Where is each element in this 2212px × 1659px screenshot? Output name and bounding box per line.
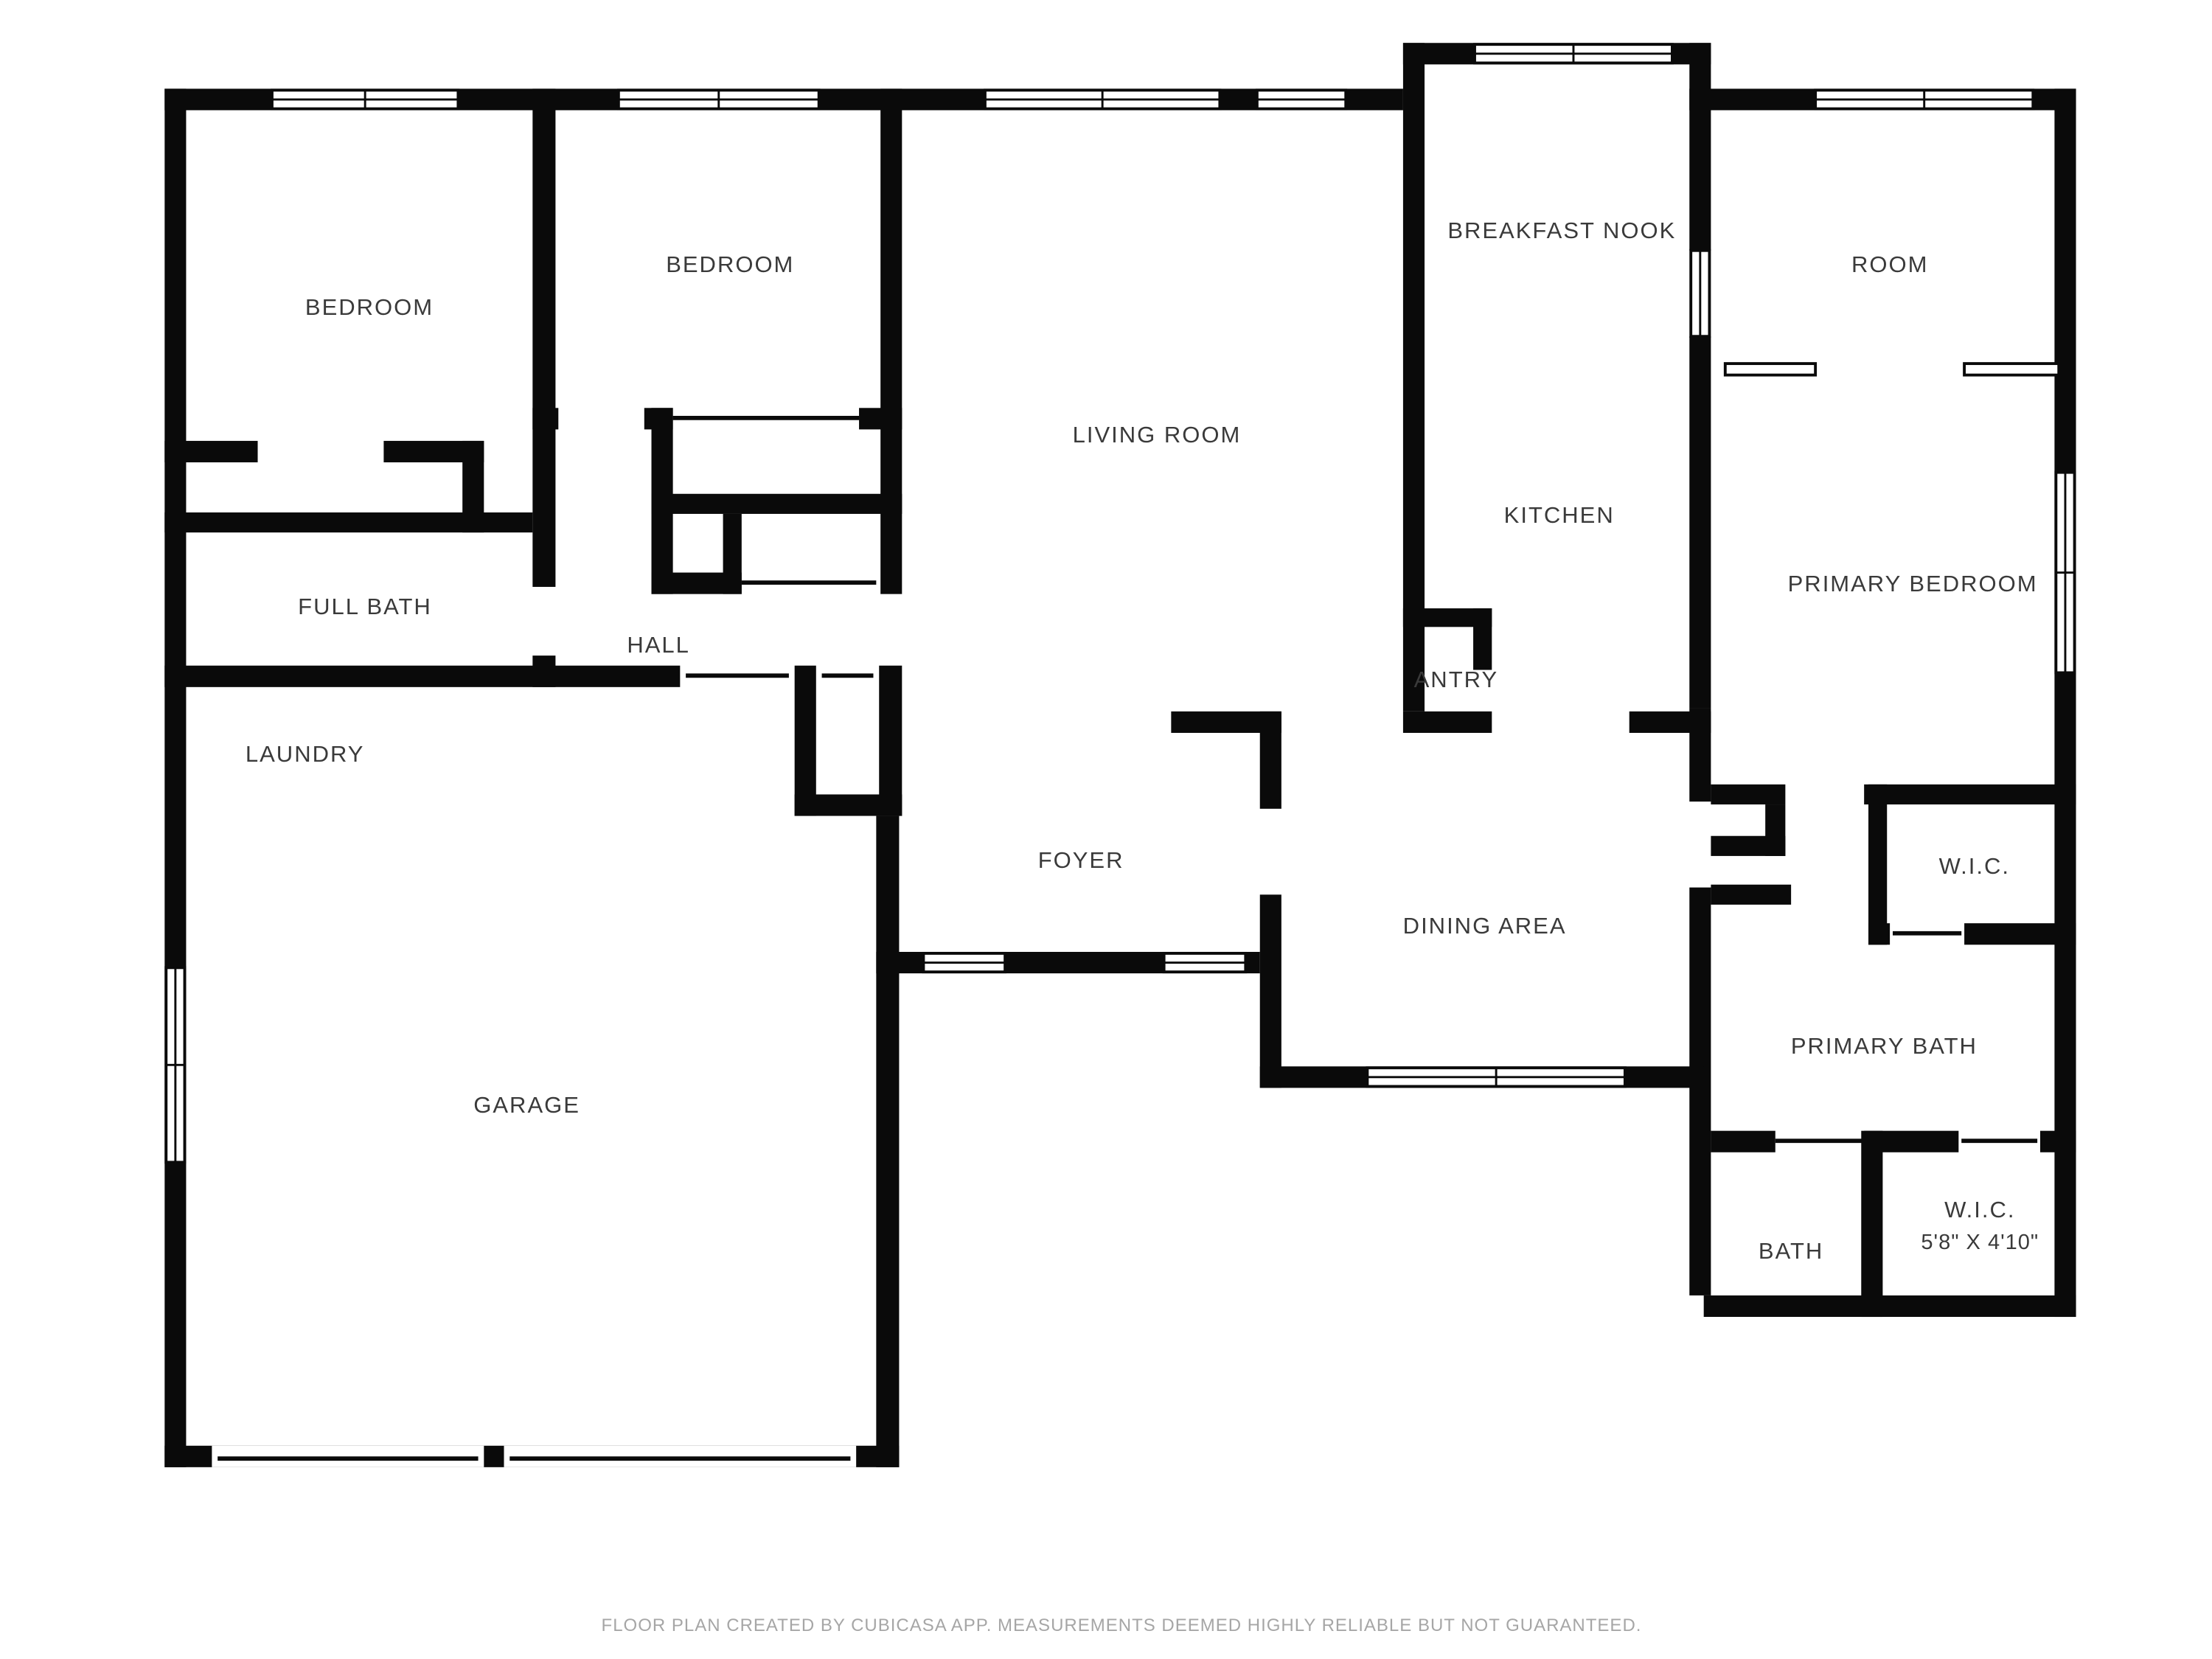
room-label-pantry: ANTRY [1413,667,1499,693]
room-label-wic-2-name: W.I.C. [1944,1196,2016,1222]
window-breakfast-nook [1473,43,1674,65]
window-living-room-small [1255,88,1348,111]
door-markers [672,415,2038,1144]
room-label-bath: BATH [1758,1237,1824,1264]
window-bedroom2 [616,88,821,111]
room-label-foyer: FOYER [1037,846,1124,873]
window-bedroom1 [270,88,460,111]
room-label-garage: GARAGE [473,1091,580,1118]
pass-through-kitchen-wall [1689,248,1711,338]
window-markers [164,43,2076,1164]
room-label-breakfast-nook: BREAKFAST NOOK [1447,217,1677,243]
room-label-laundry: LAUNDRY [245,741,365,768]
window-room [1814,88,2035,111]
room-label-primary-bedroom: PRIMARY BEDROOM [1787,571,2038,597]
opening-marker-room-left [1723,362,1818,377]
room-label-wic-2: W.I.C. 5'8" X 4'10" [1921,1195,2039,1257]
window-garage-left [164,966,187,1164]
room-label-dining-area: DINING AREA [1402,912,1567,939]
window-foyer-right [1162,951,1248,974]
room-label-bedroom-2: BEDROOM [666,251,795,278]
window-foyer-left [922,951,1007,974]
interior-walls [164,88,2076,1318]
window-dining [1366,1066,1627,1088]
room-label-full-bath: FULL BATH [298,594,432,620]
room-label-bedroom-1: BEDROOM [305,294,434,321]
room-label-kitchen: KITCHEN [1503,501,1615,528]
footer-credit: FLOOR PLAN CREATED BY CUBICASA APP. MEAS… [601,1615,1642,1635]
room-label-hall: HALL [627,632,690,658]
room-label-primary-bath: PRIMARY BATH [1790,1033,1978,1060]
opening-marker-room-right [1963,362,2061,377]
room-label-living-room: LIVING ROOM [1072,422,1242,448]
window-primary-bedroom-right [2054,470,2076,675]
garage-door-markers [212,1445,857,1467]
room-label-wic-1: W.I.C. [1938,852,2010,879]
room-label-wic-2-dims: 5'8" X 4'10" [1921,1231,2039,1255]
window-living-room [983,88,1222,111]
room-label-room: ROOM [1851,251,1929,278]
